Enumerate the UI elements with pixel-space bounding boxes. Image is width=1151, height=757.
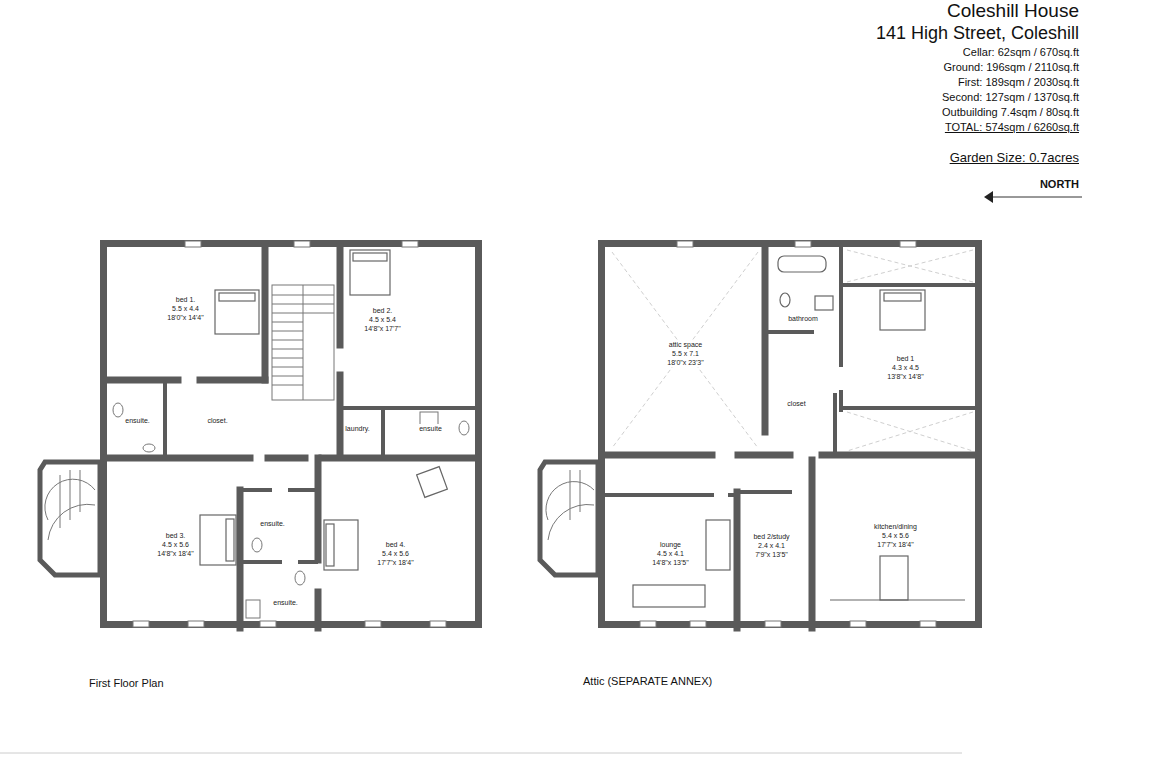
- room-text: 14'8"x 13'5": [651, 558, 689, 567]
- plan-label: Ground: 196sqm / 2110sq.ft: [943, 60, 1079, 74]
- plan-label: First: 189sqm / 2030sq.ft: [958, 75, 1079, 89]
- room-text: attic space: [668, 340, 703, 349]
- room-text: bed 4.: [385, 540, 406, 549]
- room-text: bed 2.: [372, 306, 393, 315]
- room-text: 17'7"x 18'4": [876, 540, 914, 549]
- room-text: 5.5 x 4.4: [171, 304, 200, 313]
- plan-label: Second: 127sqm / 1370sq.ft: [942, 90, 1079, 104]
- room-label: ensuite: [415, 422, 446, 435]
- title: Coleshill House: [947, 0, 1079, 22]
- plan-label: TOTAL: 574sqm / 6260sq.ft: [945, 120, 1079, 134]
- room-text: closet: [786, 399, 806, 408]
- room-label: bathroom: [784, 312, 822, 325]
- room-text: 14'8"x 18'4": [156, 549, 194, 558]
- room-text: bathroom: [787, 314, 819, 323]
- plan-label: Outbuilding 7.4sqm / 80sq.ft: [942, 105, 1079, 119]
- room-text: closet.: [206, 416, 228, 425]
- room-text: 18'0"x 23'3": [666, 358, 704, 367]
- room-label: ensuite.: [121, 414, 154, 427]
- room-text: 4.5 x 5.4: [368, 315, 397, 324]
- room-text: bed 2/study: [752, 532, 790, 541]
- room-text: 4.5 x 5.6: [161, 540, 190, 549]
- room-label: bed 14.3 x 4.513'8"x 14'8": [883, 352, 928, 383]
- room-label: closet.: [203, 414, 232, 427]
- room-text: 5.4 x 5.6: [881, 531, 910, 540]
- room-text: 14'8"x 17'7": [363, 324, 401, 333]
- room-label: bed 4.5.4 x 5.617'7"x 18'4": [373, 538, 418, 569]
- room-text: 5.5 x 7.1: [671, 349, 700, 358]
- plan-label: Garden Size: 0.7acres: [950, 150, 1079, 166]
- room-text: ensuite.: [272, 598, 299, 607]
- room-label: bed 1.5.5 x 4.418'0"x 14'4": [163, 293, 208, 324]
- room-text: 13'8"x 14'8": [886, 372, 924, 381]
- room-text: bed 1: [896, 354, 916, 363]
- room-label: lounge4.5 x 4.114'8"x 13'5": [648, 538, 693, 569]
- plan-label: NORTH: [1040, 177, 1079, 191]
- room-text: ensuite.: [259, 519, 286, 528]
- room-text: kitchen/dining: [873, 522, 918, 531]
- plan-label: First Floor Plan: [89, 676, 164, 690]
- room-label: bed 2.4.5 x 5.414'8"x 17'7": [360, 304, 405, 335]
- room-label: kitchen/dining5.4 x 5.617'7"x 18'4": [870, 520, 921, 551]
- room-text: 7'9"x 13'5": [754, 550, 789, 559]
- room-text: ensuite.: [124, 416, 151, 425]
- room-label: attic space5.5 x 7.118'0"x 23'3": [663, 338, 708, 369]
- room-text: ensuite: [418, 424, 443, 433]
- room-text: 4.3 x 4.5: [891, 363, 920, 372]
- room-text: 2.4 x 4.1: [757, 541, 786, 550]
- room-label: laundry.: [341, 422, 374, 435]
- room-label: closet: [783, 397, 810, 410]
- room-text: 4.5 x 4.1: [656, 549, 685, 558]
- room-label: ensuite.: [256, 517, 289, 530]
- room-text: 18'0"x 14'4": [166, 313, 204, 322]
- room-text: 5.4 x 5.6: [381, 549, 410, 558]
- plan-label: Attic (SEPARATE ANNEX): [583, 674, 712, 688]
- room-text: lounge: [659, 540, 682, 549]
- room-text: bed 3.: [165, 531, 186, 540]
- room-text: 17'7"x 18'4": [376, 558, 414, 567]
- room-text: laundry.: [344, 424, 370, 433]
- plan-label: 141 High Street, Coleshill: [876, 22, 1079, 44]
- room-label: bed 3.4.5 x 5.614'8"x 18'4": [153, 529, 198, 560]
- room-label: bed 2/study2.4 x 4.17'9"x 13'5": [749, 530, 794, 561]
- room-text: bed 1.: [175, 295, 196, 304]
- room-label: ensuite.: [269, 596, 302, 609]
- plan-label: Cellar: 62sqm / 670sq.ft: [963, 45, 1079, 59]
